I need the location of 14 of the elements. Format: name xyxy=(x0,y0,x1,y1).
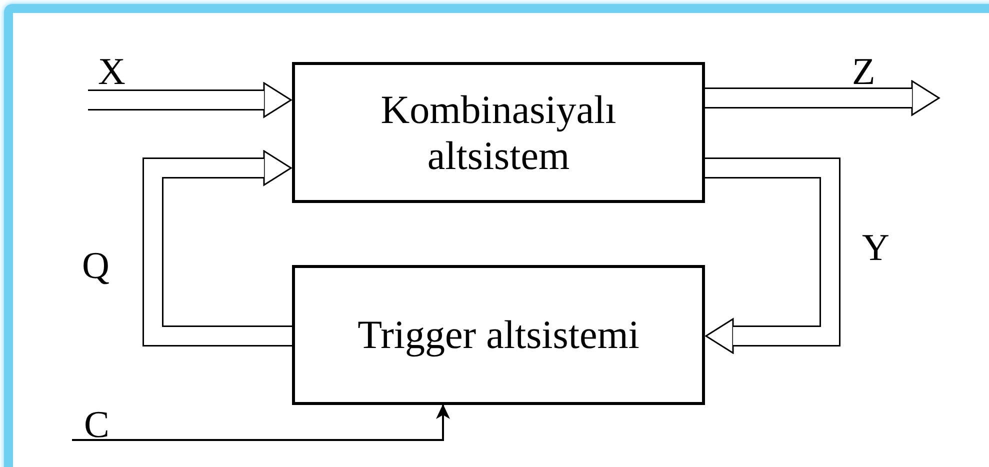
edge-label: Q xyxy=(82,246,110,286)
bus-arrow xyxy=(705,80,940,116)
block-box xyxy=(292,62,705,203)
edge-label: Z xyxy=(852,52,876,92)
bus-arrow xyxy=(705,158,840,354)
block-label: Trigger altsistemi xyxy=(358,312,640,358)
edge-label: X xyxy=(98,52,126,92)
block-box xyxy=(292,265,705,405)
edge-label: Y xyxy=(862,228,890,268)
edge-label: C xyxy=(84,405,110,445)
arrow xyxy=(72,404,450,441)
bus-arrow xyxy=(142,150,292,346)
block-label: Kombinasiyalı altsistem xyxy=(380,86,618,178)
bus-arrow xyxy=(88,82,292,118)
